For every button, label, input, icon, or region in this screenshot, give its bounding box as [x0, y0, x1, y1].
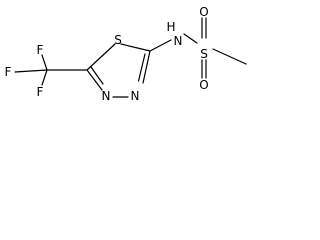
- atom-o-bottom: O: [199, 78, 208, 92]
- bond-c-f-left: [14, 69, 48, 73]
- atom-h-amide: H: [166, 20, 175, 34]
- bond-group: [14, 17, 247, 98]
- bond-s-c2: [120, 43, 151, 52]
- bond-c2-n-double: [137, 53, 146, 82]
- bond-c-f-top: [41, 54, 48, 71]
- atom-s-ring: S: [114, 33, 122, 47]
- structure-canvas: F F F S N N H N S O O: [0, 0, 257, 120]
- atom-n-ring-left: N: [102, 89, 111, 103]
- atom-n-amide: N: [174, 34, 183, 48]
- bond-c2-n: [142, 50, 151, 84]
- chemical-structure-diagram: F F F S N N H N S O O: [5, 5, 247, 103]
- atom-labels: F F F S N N H N S O O: [5, 5, 209, 103]
- atom-f-top: F: [37, 43, 44, 57]
- bond-n-c5-double: [90, 66, 104, 85]
- bond-c2-nh: [149, 39, 172, 52]
- bond-c-f-bottom: [41, 69, 48, 86]
- atom-f-left: F: [5, 65, 12, 79]
- bond-nh-s: [183, 33, 198, 44]
- bond-c5-s: [86, 43, 116, 71]
- atom-o-top: O: [199, 5, 208, 19]
- atom-f-bottom: F: [37, 85, 44, 99]
- bond-n-c5: [86, 69, 103, 91]
- atom-n-ring-right: N: [131, 89, 140, 103]
- atom-s-sulfonyl: S: [200, 47, 208, 61]
- bond-s-methyl: [212, 48, 247, 65]
